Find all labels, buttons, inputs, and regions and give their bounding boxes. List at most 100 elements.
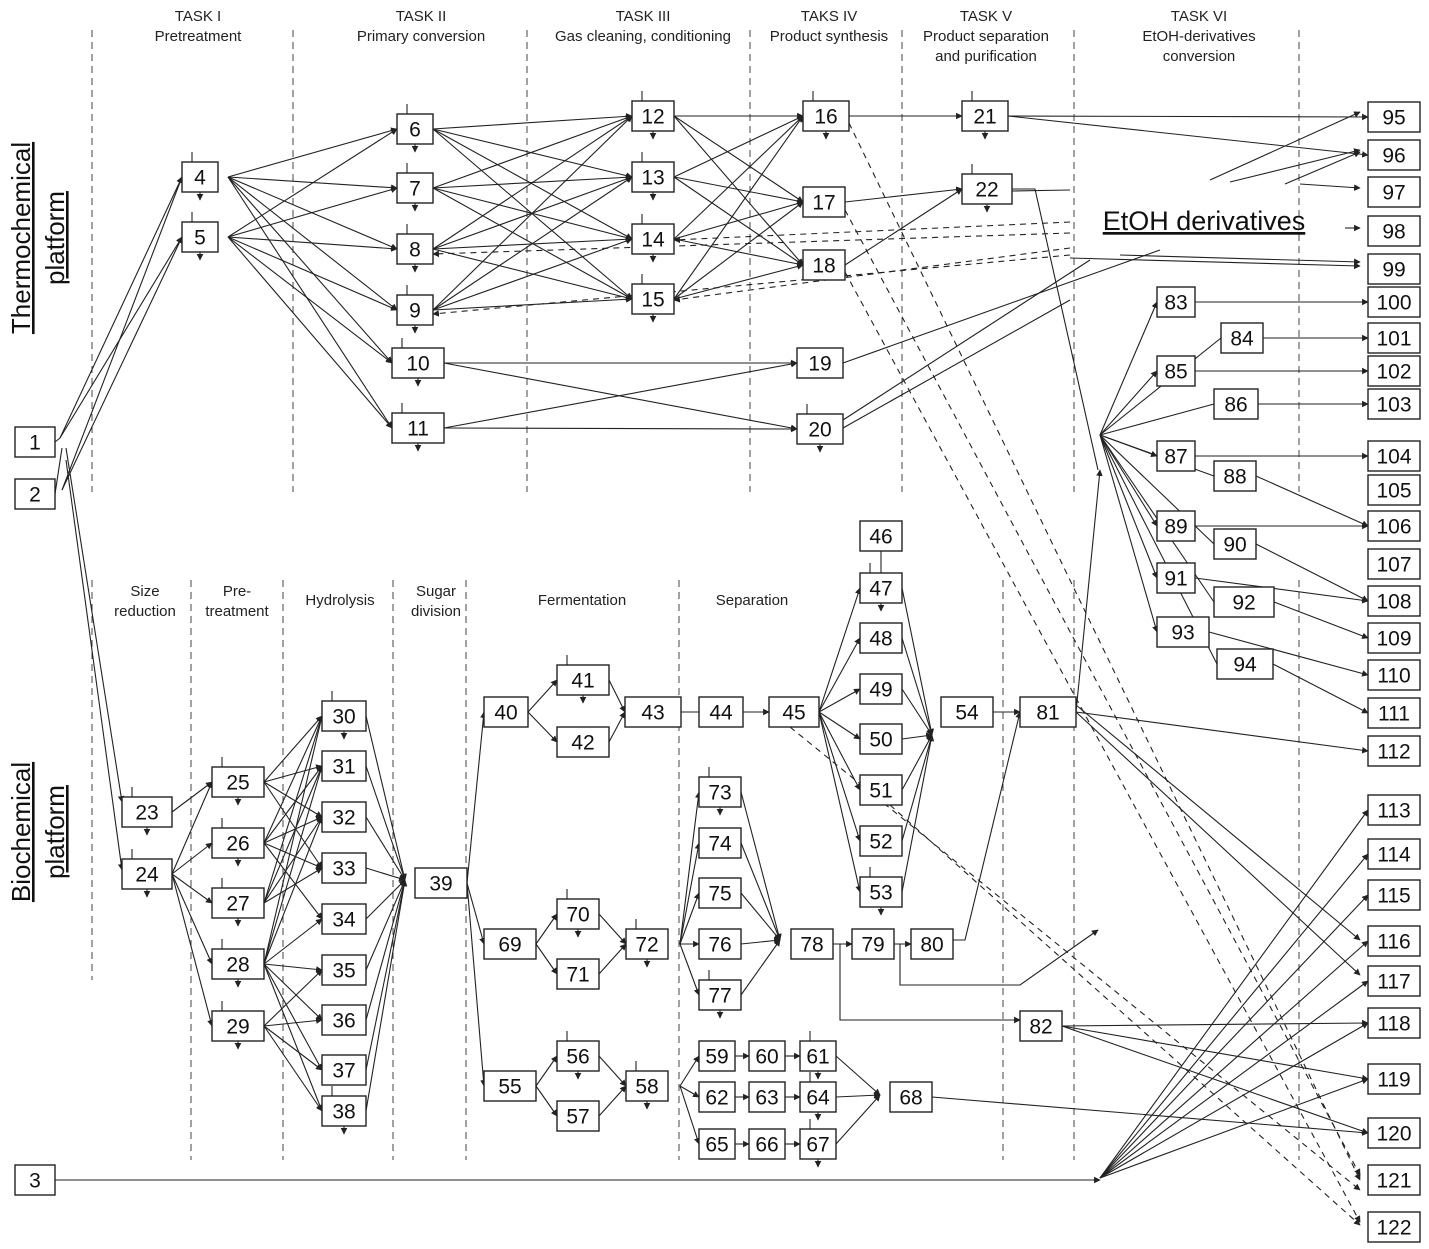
edge-5-11: [227, 236, 393, 429]
node-label: 65: [705, 1134, 728, 1157]
node-26: 26: [211, 827, 265, 859]
edge-39-69: [466, 882, 486, 945]
edge-36-39: [365, 879, 407, 1021]
node-label: 94: [1233, 654, 1257, 677]
pretreatment-label: treatment: [205, 603, 269, 620]
node-87: 87: [1156, 440, 1196, 472]
task-2-label: Primary conversion: [357, 28, 485, 45]
edge-58-59: [679, 1055, 700, 1087]
edge-h-86: [1099, 403, 1215, 436]
edge-recycle-14: [673, 221, 1071, 244]
node-box: [211, 766, 265, 798]
edge-23-25: [171, 781, 213, 813]
etoh-derivatives-label: EtOH derivatives: [1103, 206, 1306, 236]
node-label: 108: [1376, 591, 1411, 614]
edge-14-18: [673, 238, 804, 268]
edge-3-116: [1099, 940, 1369, 1179]
node-box: [859, 673, 903, 705]
node-label: 8: [409, 239, 421, 262]
node-label: 106: [1376, 516, 1411, 539]
node-box: [796, 413, 844, 445]
node-39: 39: [414, 867, 468, 899]
edge-93-110: [1208, 631, 1369, 677]
edge-18-122: [844, 271, 1361, 1223]
node-box: [396, 172, 434, 204]
node-label: 13: [641, 167, 664, 190]
node-78: 78: [790, 928, 834, 960]
node-label: 62: [705, 1087, 728, 1110]
node-box: [14, 426, 56, 458]
node-box: [698, 979, 742, 1011]
node-box: [181, 221, 219, 253]
edge-11-19: [443, 360, 798, 429]
edge-47-54: [901, 587, 935, 736]
edge-72-74: [679, 842, 702, 945]
node-120: 120: [1367, 1117, 1421, 1149]
node-box: [1367, 101, 1421, 133]
node-111: 111: [1367, 697, 1421, 729]
node-label: 48: [869, 628, 892, 651]
node-11: 11: [391, 412, 445, 444]
node-box: [1220, 322, 1264, 354]
node-box: [321, 1004, 367, 1036]
task-1-label: Pretreatment: [155, 28, 243, 45]
node-box: [698, 1081, 736, 1113]
node-73: 73: [698, 776, 742, 808]
node-box: [799, 1040, 837, 1072]
node-94: 94: [1216, 648, 1274, 680]
edge-26-30: [263, 715, 323, 844]
edge-20-out2: [842, 259, 1091, 421]
node-box: [121, 796, 173, 828]
edge-1-hubx: [54, 437, 61, 443]
node-label: 115: [1377, 885, 1410, 908]
node-label: 31: [332, 756, 355, 779]
edge-recycle-15: [673, 247, 1071, 303]
node-97: 97: [1367, 176, 1421, 208]
edge-4-6: [227, 127, 398, 178]
node-42: 42: [556, 726, 610, 758]
node-19: 19: [796, 347, 844, 379]
node-box: [802, 100, 850, 132]
node-118: 118: [1367, 1007, 1421, 1039]
edge-45-51: [818, 711, 861, 791]
node-label: 30: [332, 706, 355, 729]
node-84: 84: [1220, 322, 1264, 354]
node-9: 9: [396, 294, 434, 326]
node-label: 17: [812, 192, 835, 215]
node-7: 7: [396, 172, 434, 204]
edge-recycle-8: [432, 232, 1071, 258]
node-label: 114: [1377, 844, 1411, 867]
node-label: 28: [226, 954, 249, 977]
node-box: [624, 696, 682, 728]
node-label: 113: [1377, 800, 1410, 823]
node-box: [1156, 286, 1196, 318]
edge-16-121: [848, 122, 1361, 1181]
node-box: [1019, 1010, 1063, 1042]
node-box: [1156, 510, 1196, 542]
node-119: 119: [1367, 1063, 1421, 1095]
node-56: 56: [556, 1040, 600, 1072]
node-box: [1019, 696, 1077, 728]
node-box: [1216, 648, 1274, 680]
edge-12-18: [673, 115, 804, 266]
task-6-label: conversion: [1163, 48, 1236, 65]
edge-7-12: [432, 114, 633, 189]
edge-71-72: [598, 943, 627, 975]
edge-2-24: [65, 459, 125, 871]
node-91: 91: [1156, 562, 1196, 594]
node-34: 34: [321, 903, 367, 935]
node-box: [1367, 510, 1421, 542]
node-box: [748, 1040, 786, 1072]
node-box: [414, 867, 468, 899]
node-box: [859, 825, 903, 857]
node-24: 24: [121, 858, 173, 890]
node-box: [748, 1128, 786, 1160]
node-label: 91: [1164, 568, 1187, 591]
edge-49-54: [901, 688, 933, 736]
node-74: 74: [698, 827, 742, 859]
node-label: 86: [1224, 394, 1247, 417]
node-label: 2: [29, 484, 41, 507]
node-box: [14, 1164, 56, 1196]
task-6-label: EtOH-derivatives: [1142, 28, 1255, 45]
edge-45-48: [818, 637, 861, 713]
